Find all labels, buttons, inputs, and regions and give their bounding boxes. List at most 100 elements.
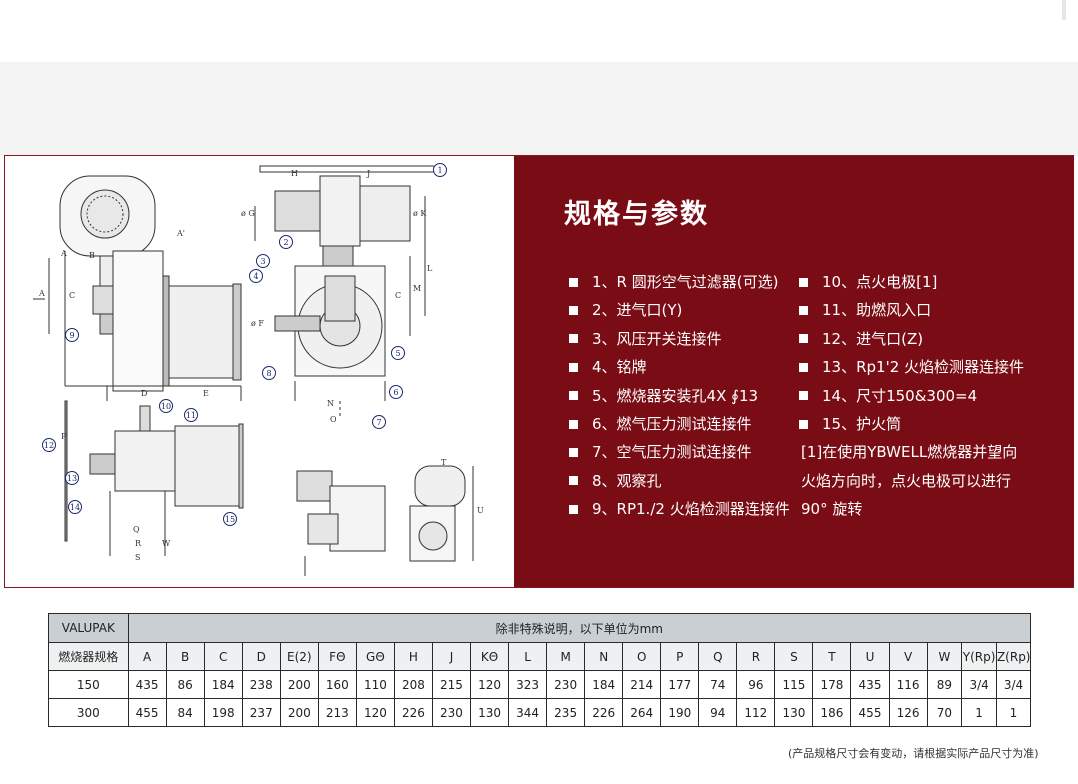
- dim-label-j: J: [366, 169, 370, 178]
- dim-label-o: O: [330, 415, 337, 424]
- table-header-row: VALUPAK 除非特殊说明，以下单位为mm: [48, 613, 1032, 643]
- dim-label-b: B: [89, 251, 95, 260]
- bullet-icon: [569, 419, 578, 429]
- callout-8: 8: [262, 366, 276, 380]
- table-cell: 3/4: [961, 670, 997, 699]
- dim-label-t: T: [441, 458, 447, 467]
- svg-text:13: 13: [67, 474, 77, 483]
- table-cell: 86: [165, 670, 205, 699]
- table-cell: 1: [961, 698, 997, 727]
- table-cell: 226: [393, 698, 433, 727]
- spec-item: 5、燃烧器安装孔4X ∮13: [569, 382, 799, 410]
- fan-grille: [80, 189, 130, 239]
- spec-item: 4、铭牌: [569, 353, 799, 381]
- table-cell: 84: [165, 698, 205, 727]
- svg-text:3: 3: [260, 257, 265, 266]
- motor: [274, 190, 321, 232]
- spec-item: 15、护火筒: [799, 410, 1069, 438]
- bullet-icon: [799, 391, 808, 401]
- spec-title: 规格与参数: [564, 199, 709, 230]
- column-header: E(2): [279, 642, 319, 671]
- column-header: L: [508, 642, 548, 671]
- svg-text:12: 12: [44, 441, 54, 450]
- spec-table: VALUPAK 除非特殊说明，以下单位为mm 燃烧器规格 A B C D E(2…: [48, 613, 1032, 727]
- spec-items-left: 1、R 圆形空气过滤器(可选) 2、进气口(Y) 3、风压开关连接件 4、铭牌 …: [569, 268, 799, 524]
- callout-11: 11: [184, 408, 198, 422]
- column-header: O: [622, 642, 662, 671]
- column-header: W: [926, 642, 963, 671]
- dim-label-w: W: [162, 539, 171, 548]
- table-cell: 110: [355, 670, 395, 699]
- callout-10: 10: [159, 399, 173, 413]
- dim-label-c: C: [69, 291, 75, 300]
- table-cell: 435: [850, 670, 890, 699]
- row-name-cell: 300: [48, 698, 129, 727]
- unit-note-cell: 除非特殊说明，以下单位为mm: [127, 613, 1032, 643]
- svg-text:2: 2: [283, 238, 288, 247]
- bullet-icon: [799, 334, 808, 344]
- dim-label-q: Q: [133, 525, 140, 534]
- bullet-icon: [569, 391, 578, 401]
- bullet-icon: [569, 504, 578, 514]
- table-row: 150 435 86 184 238 200 160 110 208 215 1…: [48, 670, 1032, 699]
- dim-label-phif: ø F: [251, 319, 264, 328]
- column-header: C: [203, 642, 243, 671]
- spec-item: 3、风压开关连接件: [569, 325, 799, 353]
- table-cell: 214: [622, 670, 662, 699]
- callout-2: 2: [279, 235, 293, 249]
- column-header: S: [774, 642, 814, 671]
- table-cell: 94: [698, 698, 738, 727]
- table-cell: 230: [431, 698, 472, 727]
- column-header: T: [812, 642, 852, 671]
- svg-text:7: 7: [376, 418, 381, 427]
- svg-text:5: 5: [395, 349, 400, 358]
- column-header: V: [888, 642, 928, 671]
- table-cell: 178: [812, 670, 852, 699]
- callout-14: 14: [68, 500, 82, 514]
- table-cell: 455: [127, 698, 167, 727]
- column-header: GΘ: [355, 642, 395, 671]
- header-band: [0, 62, 1078, 156]
- burner-drawing-svg: H J A' A A B C C D E ø G ø K ø F L M N O…: [33, 163, 484, 576]
- column-header: U: [850, 642, 890, 671]
- note-line: 90° 旋转: [801, 500, 863, 519]
- svg-text:14: 14: [70, 503, 80, 512]
- table-cell: 198: [203, 698, 243, 727]
- callout-1: 1: [433, 163, 447, 177]
- table-cell: 74: [698, 670, 738, 699]
- table-cell: 200: [279, 698, 319, 727]
- callout-13: 13: [65, 471, 79, 485]
- table-cell: 215: [431, 670, 472, 699]
- column-header: Q: [698, 642, 738, 671]
- dim-label-s: S: [135, 553, 140, 562]
- table-row: 300 455 84 198 237 200 213 120 226 230 1…: [48, 698, 1032, 727]
- dim-label-p: P: [61, 432, 67, 441]
- column-header: H: [393, 642, 433, 671]
- column-header: N: [584, 642, 624, 671]
- callout-5: 5: [391, 346, 405, 360]
- table-column-row: 燃烧器规格 A B C D E(2) FΘ GΘ H J KΘ L M N O …: [48, 642, 1032, 671]
- table-cell: 70: [926, 698, 963, 727]
- spec-item: 7、空气压力测试连接件: [569, 438, 799, 466]
- table-cell: 120: [470, 670, 510, 699]
- dim-label-a2: A: [60, 249, 67, 258]
- dim-label-n: N: [327, 399, 334, 408]
- svg-text:8: 8: [266, 369, 271, 378]
- dim-label-u: U: [477, 506, 484, 515]
- spec-item: 12、进气口(Z): [799, 325, 1069, 353]
- table-cell: 3/4: [995, 670, 1032, 699]
- table-cell: 200: [279, 670, 319, 699]
- table-cell: 213: [317, 698, 357, 727]
- spec-list-panel: 规格与参数 1、R 圆形空气过滤器(可选) 2、进气口(Y) 3、风压开关连接件…: [514, 156, 1074, 587]
- callout-4: 4: [249, 269, 263, 283]
- bullet-icon: [569, 306, 578, 316]
- table-cell: 237: [241, 698, 281, 727]
- dim-label-a-prime: A': [176, 229, 185, 238]
- table-cell: 184: [584, 670, 624, 699]
- table-cell: 186: [812, 698, 852, 727]
- dim-label-phig: ø G: [241, 209, 255, 218]
- svg-text:4: 4: [253, 272, 258, 281]
- top-margin: [0, 0, 1078, 62]
- column-header: B: [165, 642, 205, 671]
- table-cell: 120: [355, 698, 395, 727]
